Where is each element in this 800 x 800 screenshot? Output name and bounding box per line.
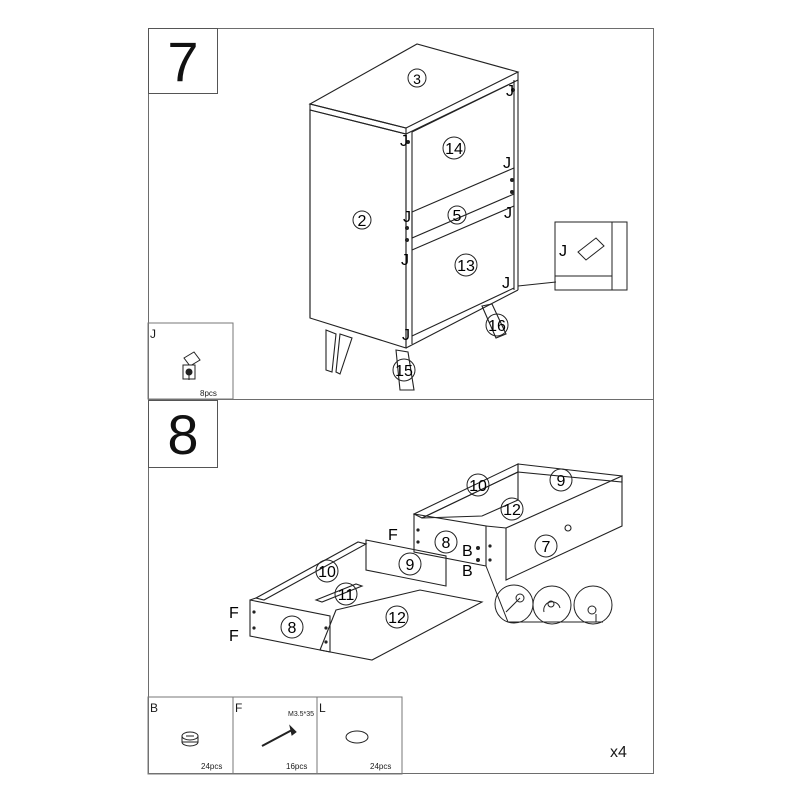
hardware-qty-f: 16pcs [286,762,308,771]
part-label: 2 [358,213,367,230]
fastener-letter: J [403,209,411,226]
fastener-letter-f: F [388,527,398,544]
hardware-code-b: B [150,701,159,715]
cap-icon [345,730,369,744]
fastener-letter-f: F [229,605,239,622]
part-label: 10 [469,478,487,495]
step-8-number: 8 [148,400,218,468]
part-label: 8 [442,535,451,552]
step-divider [148,399,654,400]
front-leg [335,333,353,375]
screw-icon [261,724,297,747]
fastener-letter-b: B [462,563,473,580]
hardware-qty-b: 24pcs [201,762,223,771]
drawer-front-inner [249,599,331,653]
fastener-letter-b: B [462,543,473,560]
part-label: 9 [406,557,415,574]
part-label: 9 [557,473,566,490]
drawer-back-panel [365,539,447,587]
part-label: 13 [457,258,475,275]
cam-lock-icon [181,731,199,747]
part-label: 11 [338,587,355,604]
part-label: 16 [488,318,506,335]
hardware-qty-l: 24pcs [370,762,392,771]
drawer-bottom-panel [319,589,484,661]
part-label: 7 [542,539,551,556]
multiplier-label: x4 [610,744,627,761]
front-right-leg [395,349,415,391]
hardware-cell-l [316,696,403,775]
fastener-letter: J [401,252,409,269]
back-leg [481,303,507,339]
cam-screw-icon [182,351,201,380]
hardware-cell-j [147,322,234,400]
hardware-code-j: J [150,327,156,341]
part-label: 12 [388,610,406,627]
fastener-letter: J [400,133,408,150]
front-leg [325,329,337,373]
fastener-letter: J [402,327,410,344]
part-label: 10 [318,564,336,581]
detail-circle [532,585,572,625]
hardware-code-f: F [235,701,243,715]
fastener-letter: J [506,83,514,100]
fastener-letter: J [504,205,512,222]
part-label: 5 [453,208,462,225]
drawer-side-inner [314,583,364,603]
step-7-number: 7 [148,28,218,94]
fastener-letter: J [502,275,510,292]
part-label: 14 [445,141,463,158]
hardware-code-l: L [319,701,326,715]
hardware-qty-j: 8pcs [200,389,217,398]
hardware-size-f: M3.5*35 [288,711,315,718]
part-label: 3 [413,71,421,87]
part-label: 12 [503,502,521,519]
part-label: 15 [395,363,413,380]
detail-circle [573,585,613,625]
fastener-letter-f: F [229,628,239,645]
fastener-letter: J [559,243,567,260]
drawer-face-panel [505,475,623,581]
detail-zoom-box [554,221,628,291]
cabinet-rail [411,167,515,239]
part-label: 8 [288,620,297,637]
fastener-letter: J [503,155,511,172]
